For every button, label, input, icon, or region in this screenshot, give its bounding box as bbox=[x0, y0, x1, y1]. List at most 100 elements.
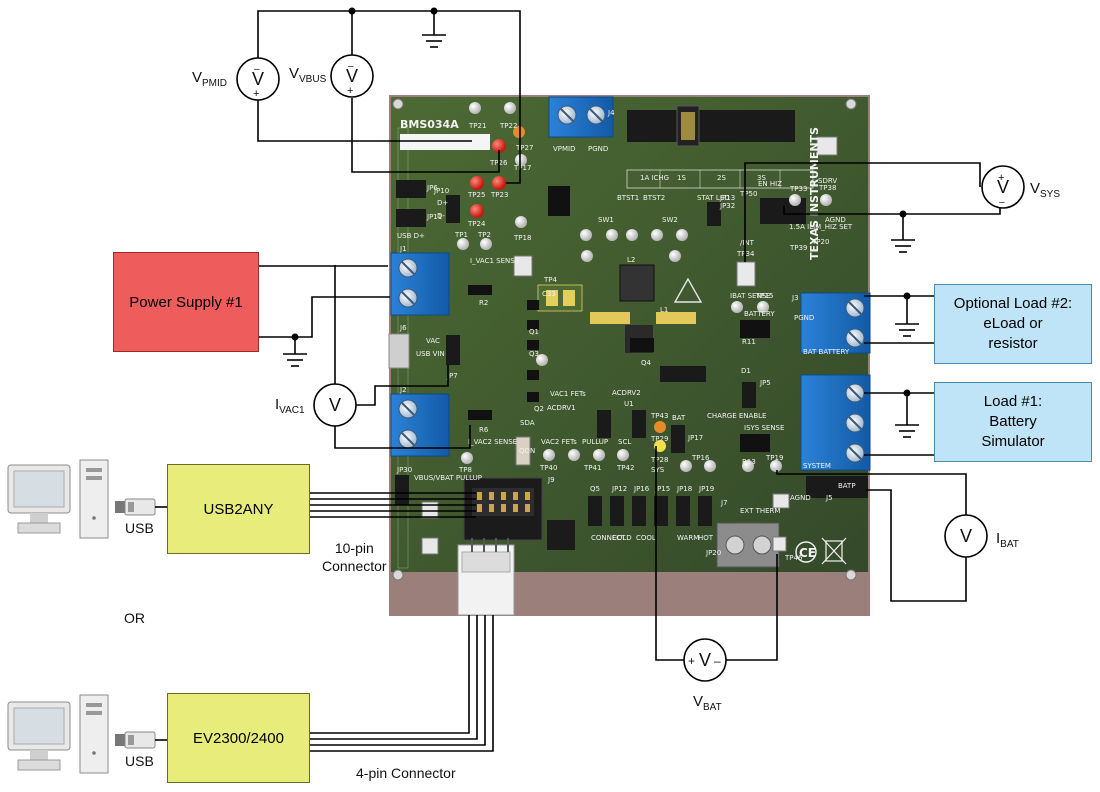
svg-text:USB VIN: USB VIN bbox=[416, 350, 445, 358]
svg-text:IBAT SENSE: IBAT SENSE bbox=[730, 292, 771, 300]
vpmid-meter: V – + bbox=[236, 57, 280, 101]
jp7-jumper[interactable] bbox=[446, 335, 460, 365]
connect-jumper[interactable] bbox=[660, 366, 706, 382]
svg-text:I_VAC1 SENSE: I_VAC1 SENSE bbox=[470, 257, 519, 265]
svg-text:TP28: TP28 bbox=[650, 456, 668, 464]
svg-text:JP7: JP7 bbox=[446, 372, 458, 380]
svg-text:JP18: JP18 bbox=[676, 485, 692, 493]
j3-terminal-block[interactable] bbox=[800, 292, 871, 354]
r2-sense-resistor bbox=[468, 285, 492, 295]
jp11-jumper[interactable] bbox=[396, 209, 426, 227]
ground-symbol-load2 bbox=[895, 323, 919, 337]
j7-thermistor-terminal[interactable] bbox=[716, 522, 780, 568]
vvbus-meter: V – + bbox=[330, 54, 374, 98]
svg-text:PGND: PGND bbox=[794, 314, 814, 322]
svg-text:TP33: TP33 bbox=[789, 185, 807, 193]
jp30-jumper[interactable] bbox=[395, 475, 409, 505]
svg-text:SYS: SYS bbox=[651, 466, 665, 474]
j5-terminal-block[interactable] bbox=[800, 374, 871, 471]
svg-text:V: V bbox=[329, 395, 341, 415]
svg-text:ACDRV1: ACDRV1 bbox=[547, 404, 576, 412]
svg-text:L2: L2 bbox=[627, 256, 635, 264]
svg-text:SW1: SW1 bbox=[598, 216, 614, 224]
jp27-jumper[interactable] bbox=[597, 410, 611, 438]
svg-text:+: + bbox=[688, 654, 695, 668]
j9-10pin-header[interactable] bbox=[463, 477, 543, 541]
vbat-label: VBAT bbox=[693, 693, 722, 713]
svg-text:SYSTEM: SYSTEM bbox=[803, 462, 831, 470]
evm-board: BMS034A bbox=[388, 95, 871, 616]
svg-text:TP27: TP27 bbox=[515, 144, 533, 152]
svg-text:J6: J6 bbox=[399, 324, 407, 332]
svg-text:D-: D- bbox=[437, 212, 445, 220]
svg-text:TP15: TP15 bbox=[755, 292, 773, 300]
svg-text:TP39: TP39 bbox=[789, 244, 807, 252]
ce-mark: CE bbox=[795, 541, 817, 563]
optional-load-2-box: Optional Load #2: eLoad or resistor bbox=[934, 284, 1092, 364]
ivac1-meter: V bbox=[313, 383, 357, 427]
svg-text:–: – bbox=[254, 64, 260, 75]
svg-text:BAT BATTERY: BAT BATTERY bbox=[803, 348, 850, 356]
svg-text:TP21: TP21 bbox=[468, 122, 486, 130]
svg-text:SCL: SCL bbox=[618, 438, 631, 446]
vsys-meter: V + – bbox=[981, 165, 1025, 209]
jp5-battery-jumper[interactable] bbox=[806, 476, 868, 498]
svg-text:JP32: JP32 bbox=[719, 202, 735, 210]
svg-text:AGND: AGND bbox=[790, 494, 811, 502]
computer-icon-bottom bbox=[7, 694, 109, 774]
wire-ivac1-right bbox=[355, 365, 449, 406]
svg-text:VBUS/VBAT PULLUP: VBUS/VBAT PULLUP bbox=[414, 474, 482, 482]
jp17-jumper[interactable] bbox=[671, 425, 685, 453]
svg-text:CE: CE bbox=[799, 546, 816, 560]
usb-label-bottom: USB bbox=[125, 753, 154, 769]
hot-surface-icon bbox=[673, 277, 703, 303]
svg-text:TP8: TP8 bbox=[458, 466, 472, 474]
svg-text:Q5: Q5 bbox=[590, 485, 600, 493]
j6-usb-connector[interactable] bbox=[388, 333, 410, 369]
bottom-jumper-row[interactable] bbox=[588, 496, 712, 526]
jp1-jumper[interactable] bbox=[632, 410, 646, 438]
svg-text:J1: J1 bbox=[399, 245, 407, 253]
d1-led bbox=[707, 202, 721, 226]
ground-symbol-ps bbox=[283, 353, 307, 367]
usb-label-top: USB bbox=[125, 520, 154, 536]
jp5-jumper[interactable] bbox=[742, 382, 756, 408]
svg-text:BATTERY: BATTERY bbox=[744, 310, 775, 318]
svg-text:R2: R2 bbox=[479, 299, 488, 307]
svg-text:Q4: Q4 bbox=[641, 359, 652, 367]
svg-text:C33: C33 bbox=[542, 290, 556, 298]
power-supply-box: Power Supply #1 bbox=[113, 252, 259, 352]
svg-text:TP43: TP43 bbox=[650, 412, 668, 420]
svg-text:+: + bbox=[253, 88, 259, 100]
j2-terminal-block[interactable] bbox=[390, 393, 450, 457]
wire-ivac1-bottom bbox=[334, 425, 471, 449]
svg-text:–: – bbox=[348, 61, 354, 72]
load2-line-3: resistor bbox=[988, 335, 1038, 352]
wire-vsys-pos bbox=[744, 162, 981, 262]
vsys-label: VSYS bbox=[1030, 180, 1061, 200]
svg-text:TP1: TP1 bbox=[454, 231, 468, 239]
svg-text:TP20: TP20 bbox=[811, 238, 829, 246]
svg-text:V: V bbox=[346, 66, 358, 86]
svg-text:VAC1 FETs: VAC1 FETs bbox=[550, 390, 586, 398]
svg-text:JP20: JP20 bbox=[705, 549, 721, 557]
svg-text:–: – bbox=[714, 654, 721, 668]
qon-button[interactable] bbox=[515, 436, 531, 466]
j1-terminal-block[interactable] bbox=[390, 252, 450, 316]
vvbus-label: VVBUS bbox=[289, 65, 327, 85]
svg-text:CONNECT: CONNECT bbox=[591, 534, 626, 542]
svg-text:ACDRV2: ACDRV2 bbox=[612, 389, 641, 397]
4pin-connector[interactable] bbox=[457, 538, 515, 616]
svg-text:J4: J4 bbox=[607, 109, 615, 117]
svg-text:D+: D+ bbox=[437, 199, 448, 207]
svg-text:JP15: JP15 bbox=[654, 485, 670, 493]
svg-text:SDA: SDA bbox=[520, 419, 535, 427]
jp10-jumper[interactable] bbox=[446, 195, 460, 223]
jp6-jumper[interactable] bbox=[396, 180, 426, 198]
svg-text:COLD: COLD bbox=[612, 534, 632, 542]
wire-vsys-neg bbox=[783, 206, 1001, 215]
svg-text:L1: L1 bbox=[660, 306, 668, 314]
svg-text:JP17: JP17 bbox=[687, 434, 703, 442]
usb2any-box: USB2ANY bbox=[167, 464, 310, 554]
load2-line-2: eLoad or bbox=[983, 315, 1043, 332]
